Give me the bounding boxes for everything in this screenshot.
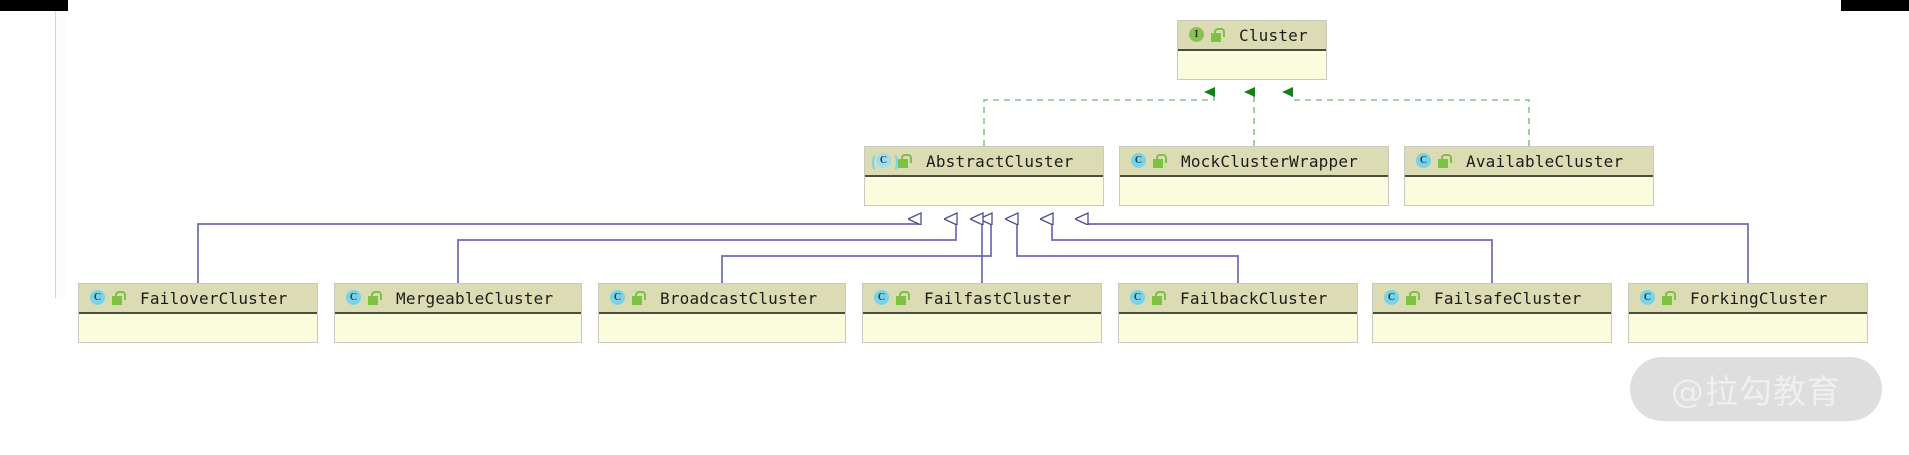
uml-node-title: AvailableCluster [1466,151,1624,171]
uml-node-header: C MockClusterWrapper [1120,147,1388,177]
class-icon: C [608,289,626,307]
class-icon: C [88,289,106,307]
lock-icon [1151,291,1166,305]
lock-icon [1405,291,1420,305]
uml-node-header: C FailoverCluster [79,284,317,314]
uml-node-header: C FailbackCluster [1119,284,1357,314]
uml-node-title: MockClusterWrapper [1181,151,1358,171]
class-icon: C [872,289,890,307]
interface-icon: I [1187,26,1205,44]
uml-node-header: C ForkingCluster [1629,284,1867,314]
uml-node-members [1120,177,1388,205]
uml-node-title: MergeableCluster [396,288,554,308]
uml-node-members [1405,177,1653,205]
uml-node-members [865,177,1103,205]
uml-node-members [863,314,1101,342]
lock-icon [1437,154,1452,168]
class-icon: C [1129,152,1147,170]
lock-icon [1152,154,1167,168]
uml-node-title: AbstractCluster [926,151,1074,171]
uml-node-title: FailoverCluster [140,288,288,308]
class-icon: C [344,289,362,307]
editor-gutter-fill [56,11,66,298]
uml-node-header: C FailfastCluster [863,284,1101,314]
watermark-text: @拉勾教育 [1671,372,1841,411]
uml-node-abstract-cluster[interactable]: C AbstractCluster [864,146,1104,206]
window-chrome-band-right [1841,0,1909,11]
uml-node-header: C AvailableCluster [1405,147,1653,177]
uml-node-header: C MergeableCluster [335,284,581,314]
uml-node-failback-cluster[interactable]: C FailbackCluster [1118,283,1358,343]
uml-node-title: FailbackCluster [1180,288,1328,308]
watermark-badge: @拉勾教育 [1630,357,1882,421]
uml-node-cluster[interactable]: I Cluster [1177,20,1327,80]
uml-node-header: C BroadcastCluster [599,284,845,314]
uml-node-header: C FailsafeCluster [1373,284,1611,314]
uml-node-header: C AbstractCluster [865,147,1103,177]
realization-links [983,87,1530,146]
uml-node-title: ForkingCluster [1690,288,1828,308]
uml-node-failsafe-cluster[interactable]: C FailsafeCluster [1372,283,1612,343]
uml-node-mergeable-cluster[interactable]: C MergeableCluster [334,283,582,343]
lock-icon [1210,28,1225,42]
class-icon: C [1128,289,1146,307]
uml-node-header: I Cluster [1178,21,1326,51]
uml-node-members [79,314,317,342]
class-icon: C [1382,289,1400,307]
lock-icon [895,291,910,305]
lock-icon [1661,291,1676,305]
lock-icon [897,154,912,168]
editor-gutter-border [55,11,56,298]
uml-node-members [1373,314,1611,342]
class-icon: C [1638,289,1656,307]
uml-node-failover-cluster[interactable]: C FailoverCluster [78,283,318,343]
class-icon: C [1414,152,1432,170]
lock-icon [367,291,382,305]
generalization-links [197,219,1749,283]
uml-node-failfast-cluster[interactable]: C FailfastCluster [862,283,1102,343]
uml-node-broadcast-cluster[interactable]: C BroadcastCluster [598,283,846,343]
uml-node-members [1119,314,1357,342]
lock-icon [111,291,126,305]
uml-node-members [599,314,845,342]
lock-icon [631,291,646,305]
uml-node-title: FailfastCluster [924,288,1072,308]
uml-node-forking-cluster[interactable]: C ForkingCluster [1628,283,1868,343]
uml-node-members [335,314,581,342]
window-chrome-band-left [0,0,68,11]
abstract-class-icon: C [872,152,898,172]
uml-node-available-cluster[interactable]: C AvailableCluster [1404,146,1654,206]
uml-node-title: FailsafeCluster [1434,288,1582,308]
uml-node-members [1629,314,1867,342]
uml-node-title: Cluster [1239,25,1308,45]
uml-node-mock-cluster-wrapper[interactable]: C MockClusterWrapper [1119,146,1389,206]
uml-node-members [1178,51,1326,79]
uml-node-title: BroadcastCluster [660,288,818,308]
